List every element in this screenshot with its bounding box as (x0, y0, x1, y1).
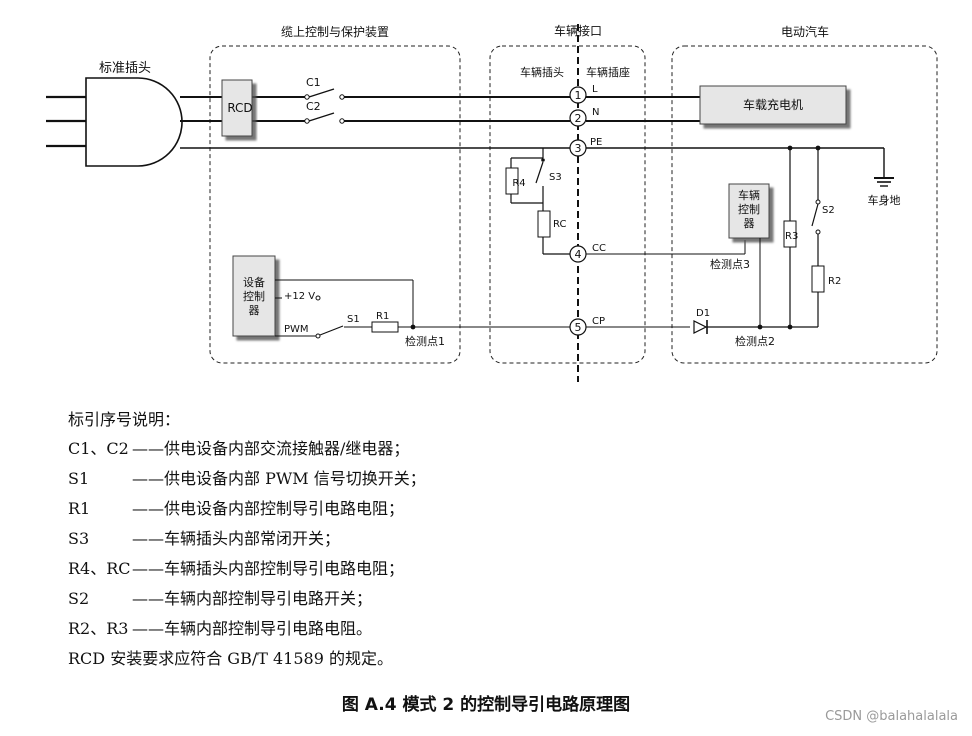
l-label: L (592, 84, 598, 95)
r1-resistor (371, 321, 399, 333)
control-pilot-circuit-diagram: 缆上控制与保护装置 车辆接口 电动汽车 标准插头 RCD C1 C2 1 2 3… (46, 23, 938, 382)
legend-note: RCD 安装要求应符合 GB/T 41589 的规定。 (68, 649, 393, 668)
legend-symbol: S1 (68, 469, 90, 488)
svg-text:5: 5 (575, 321, 582, 334)
charger-label: 车载充电机 (743, 97, 803, 112)
detect2-label: 检测点2 (735, 334, 775, 348)
legend-description: ——供电设备内部交流接触器/继电器； (132, 439, 410, 458)
vehicle-plug-label: 车辆插头 (520, 65, 564, 79)
s3-label: S3 (549, 172, 562, 183)
watermark: CSDN @balahalalala (825, 709, 958, 724)
r2-label: R2 (828, 276, 841, 287)
svg-text:4: 4 (575, 248, 582, 261)
chassis-ground-label: 车身地 (868, 193, 901, 207)
legend-description: ——车辆插头内部控制导引电路电阻； (132, 559, 405, 578)
c2-label: C2 (306, 100, 321, 113)
r4-resistor (505, 167, 519, 195)
n-label: N (592, 107, 599, 118)
legend-description: ——供电设备内部 PWM 信号切换开关； (132, 469, 426, 488)
legend-title: 标引序号说明： (68, 410, 181, 429)
cable-control-box (209, 45, 461, 364)
legend: 标引序号说明： C1、C2 ——供电设备内部交流接触器/继电器； S1 ——供电… (68, 406, 888, 674)
d1-diode (693, 320, 708, 334)
pin-2: 2 (569, 109, 587, 127)
pin-4: 4 (569, 245, 587, 263)
legend-description: ——车辆插头内部常闭开关； (132, 529, 341, 548)
vehicle-controller-line3: 器 (744, 217, 755, 230)
rcd-box (221, 79, 253, 137)
r4-label: R4 (512, 178, 525, 189)
pin-5: 5 (569, 318, 587, 336)
pin-1: 1 (569, 86, 587, 104)
vehicle-interface-box (489, 45, 646, 364)
legend-symbol: R2、R3 (68, 619, 129, 638)
section-title-cable: 缆上控制与保护装置 (281, 25, 389, 39)
svg-text:1: 1 (575, 89, 582, 102)
s2-label: S2 (822, 205, 835, 216)
detect1-label: 检测点1 (405, 334, 445, 348)
svg-text:2: 2 (575, 112, 582, 125)
plus12v-label: +12 V (284, 291, 315, 302)
legend-symbol: R4、RC (68, 559, 131, 578)
supply-controller (232, 255, 276, 337)
r1-label: R1 (376, 311, 389, 322)
standard-plug-label: 标准插头 (99, 61, 151, 76)
legend-symbol: R1 (68, 499, 91, 518)
legend-description: ——供电设备内部控制导引电路电阻； (132, 499, 405, 518)
pin-3: 3 (569, 139, 587, 157)
electric-vehicle-box (671, 45, 938, 364)
figure-caption: 图 A.4 模式 2 的控制导引电路原理图 (341, 695, 631, 715)
legend-row: S1 ——供电设备内部 PWM 信号切换开关； (68, 464, 888, 494)
rcd-label: RCD (227, 101, 252, 115)
vehicle-socket-label: 车辆插座 (586, 65, 630, 79)
cp-label: CP (592, 316, 605, 327)
rc-resistor (537, 210, 551, 238)
supply-controller-line2: 控制 (243, 289, 265, 303)
onboard-charger (699, 85, 847, 125)
legend-row: S2 ——车辆内部控制导引电路开关； (68, 584, 888, 614)
legend-description: ——车辆内部控制导引电路开关； (132, 589, 373, 608)
legend-symbol: S2 (68, 589, 90, 608)
vehicle-controller (728, 183, 770, 239)
d1-label: D1 (696, 308, 710, 319)
s1-label: S1 (347, 314, 360, 325)
legend-row: C1、C2 ——供电设备内部交流接触器/继电器； (68, 434, 888, 464)
legend-row: R2、R3 ——车辆内部控制导引电路电阻。 (68, 614, 888, 644)
vehicle-controller-line2: 控制 (738, 202, 760, 216)
pwm-label: PWM (284, 324, 309, 335)
pe-label: PE (590, 137, 602, 148)
r3-label: R3 (785, 231, 798, 242)
svg-text:3: 3 (575, 142, 582, 155)
standard-plug (85, 77, 183, 167)
legend-row: R4、RC ——车辆插头内部控制导引电路电阻； (68, 554, 888, 584)
r2-resistor (811, 265, 825, 293)
c1-label: C1 (306, 76, 321, 89)
rc-label: RC (553, 219, 566, 230)
section-title-interface: 车辆接口 (554, 23, 602, 38)
cc-label: CC (592, 243, 606, 254)
vehicle-controller-line1: 车辆 (738, 188, 760, 202)
section-title-vehicle: 电动汽车 (781, 24, 829, 39)
legend-symbol: S3 (68, 529, 90, 548)
supply-controller-line1: 设备 (243, 275, 265, 289)
legend-row: R1 ——供电设备内部控制导引电路电阻； (68, 494, 888, 524)
supply-controller-line3: 器 (249, 304, 260, 317)
legend-row: S3 ——车辆插头内部常闭开关； (68, 524, 888, 554)
legend-symbol: C1、C2 (68, 439, 129, 458)
detect3-label: 检测点3 (710, 257, 750, 271)
legend-description: ——车辆内部控制导引电路电阻。 (132, 619, 373, 638)
